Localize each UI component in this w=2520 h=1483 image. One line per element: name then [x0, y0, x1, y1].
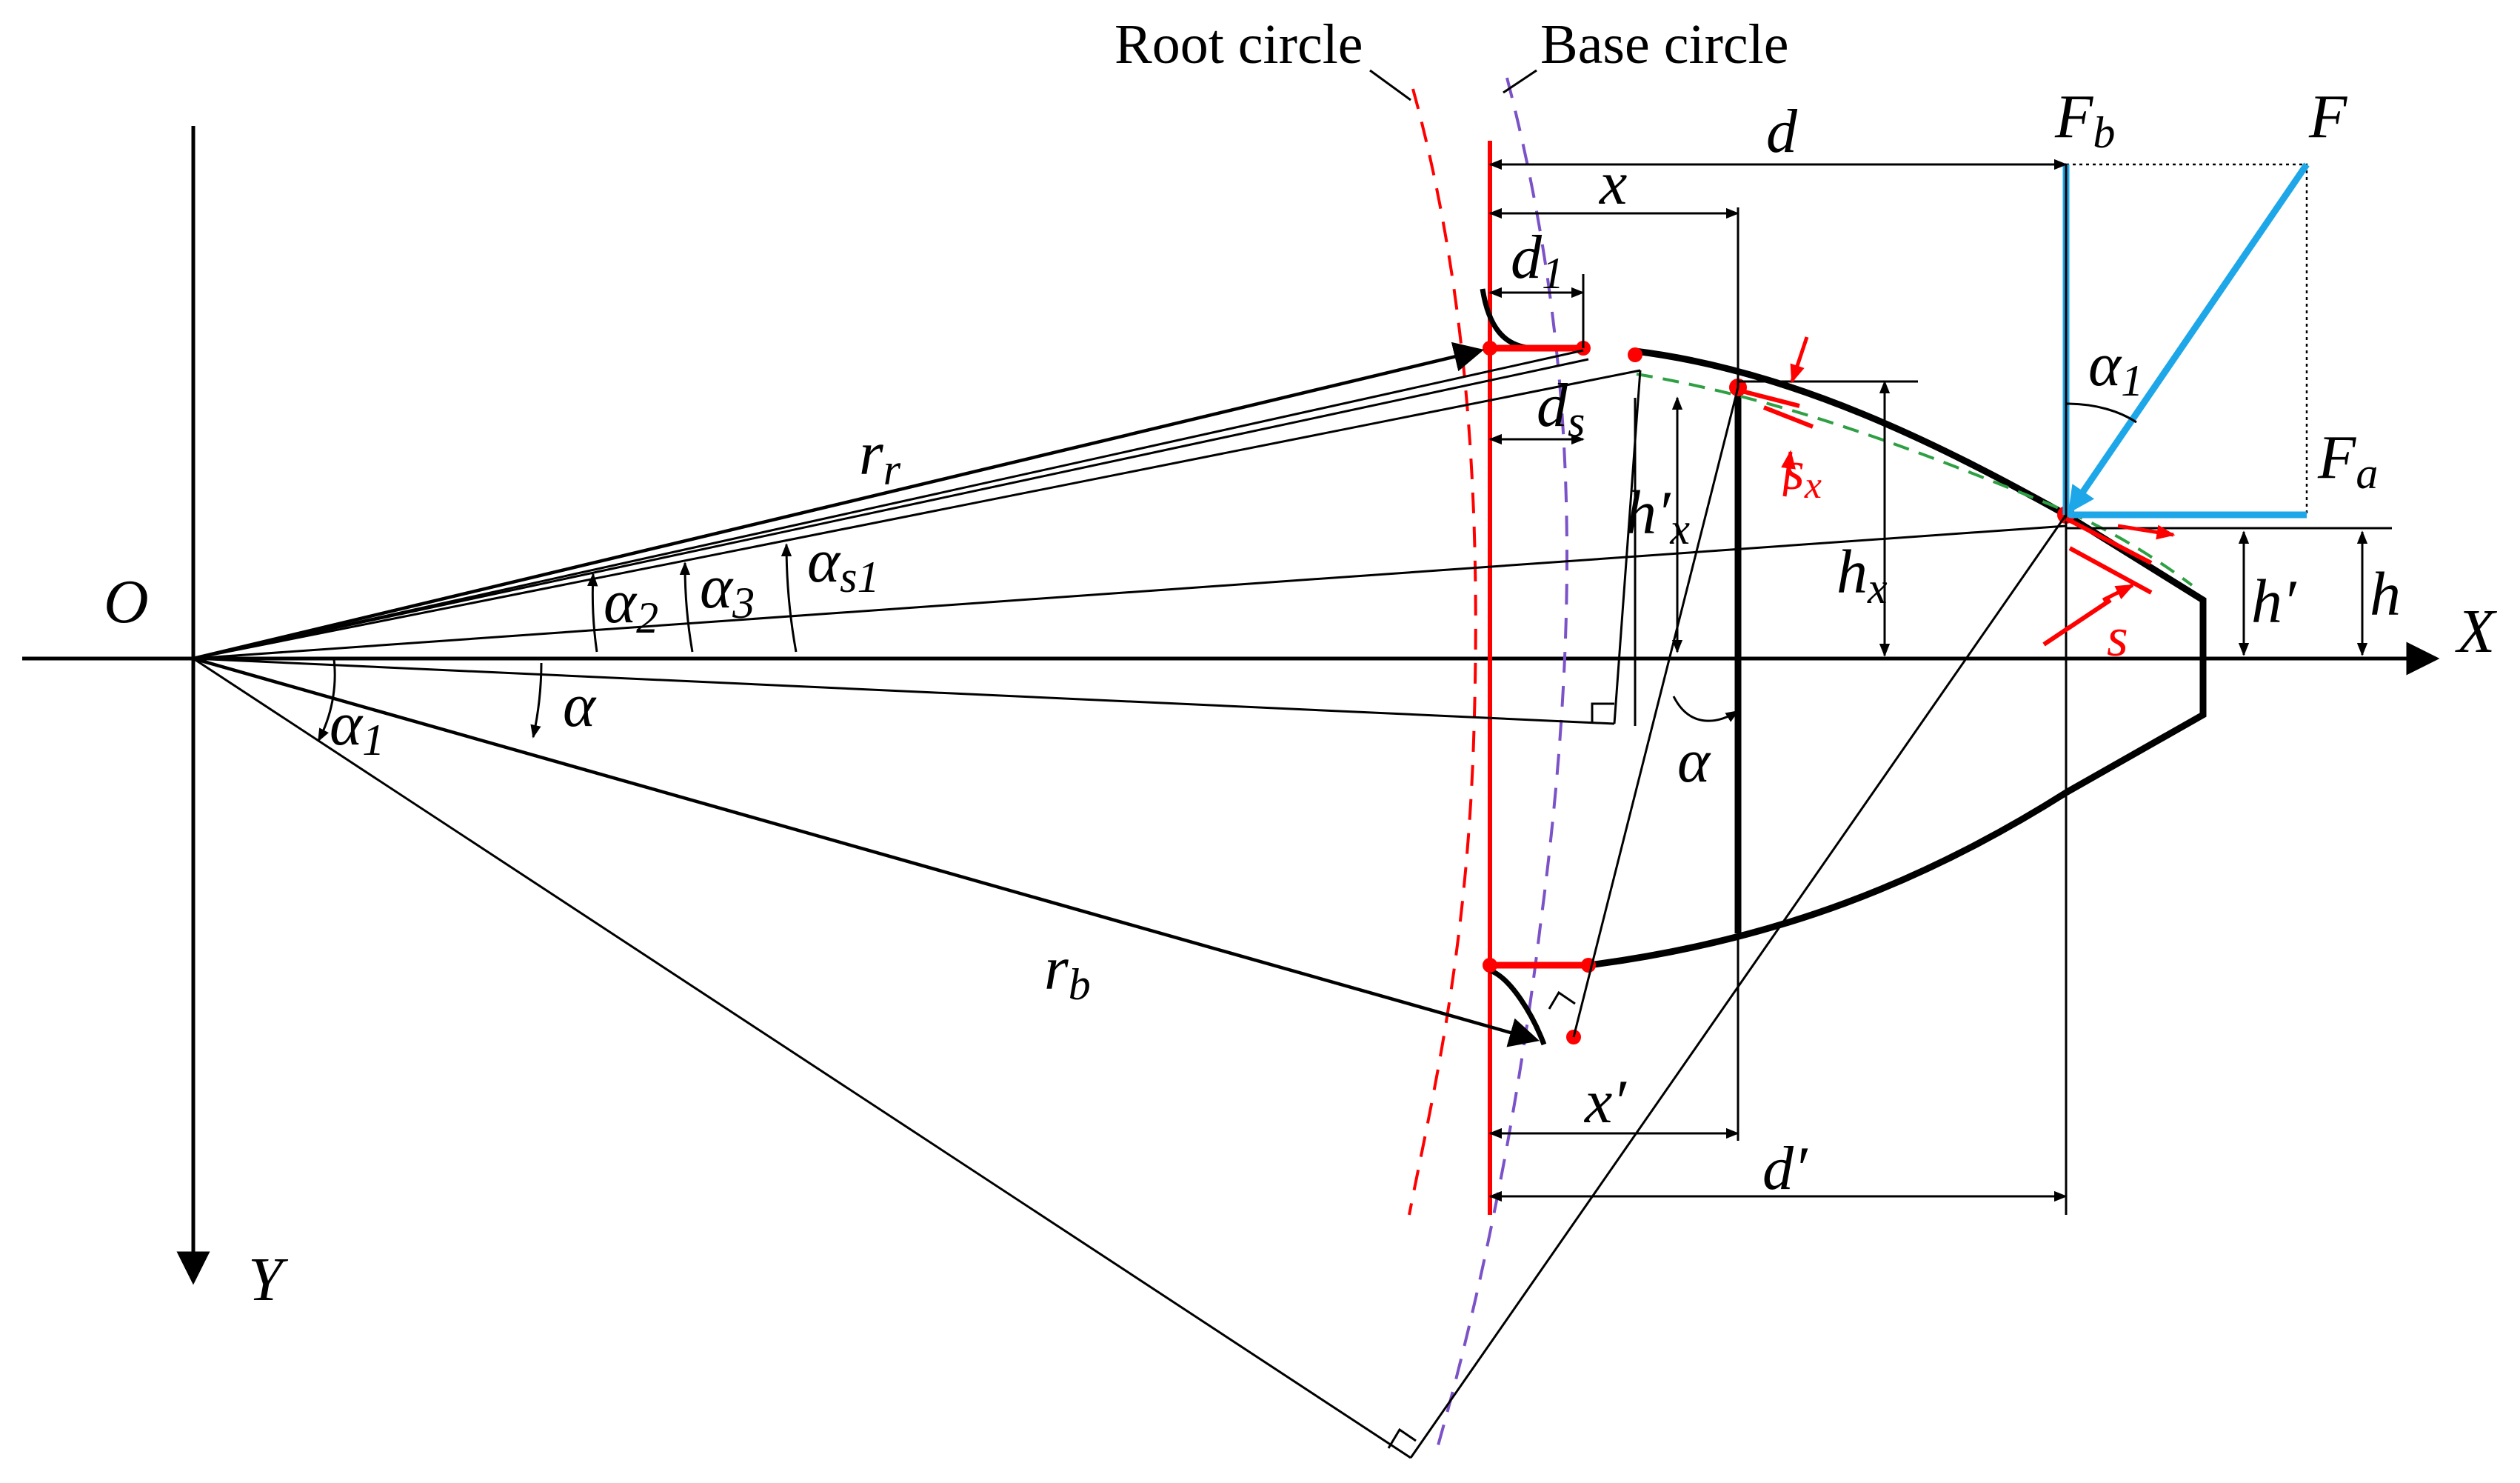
f-label: F [2308, 82, 2348, 151]
y-axis-label: Y [248, 1245, 289, 1314]
d-prime-label: d′ [1762, 1134, 1808, 1203]
alpha-s1-sub: s1 [840, 553, 879, 601]
radial-lines [193, 341, 2067, 1459]
alpha2-sub: 2 [636, 593, 658, 642]
sx-sub: x [1804, 464, 1822, 507]
hx-label: h [1836, 538, 1868, 607]
thickness-marks [1741, 336, 2176, 647]
root-circle-label: Root circle [1114, 13, 1363, 76]
rr-label: r [859, 419, 883, 488]
sx-label: s [1783, 441, 1805, 501]
alpha2-label: α [604, 567, 638, 636]
svg-text:α2: α2 [604, 567, 658, 642]
d1-label: d [1511, 223, 1543, 292]
alpha1-left-label: α [330, 690, 364, 759]
d-label: d [1766, 97, 1798, 166]
hx-prime-sub: x [1669, 504, 1690, 553]
alpha3-label: α [700, 553, 734, 621]
s-label: s [2107, 607, 2128, 668]
rb-label: r [1044, 934, 1069, 1003]
alpha1-left-sub: 1 [362, 716, 384, 764]
svg-text:α1: α1 [330, 690, 384, 764]
svg-text:h′x: h′x [1625, 479, 1690, 553]
svg-text:ds: ds [1537, 371, 1585, 446]
h-prime-label: h′ [2251, 567, 2297, 636]
base-circle-arc [1434, 77, 1568, 1456]
tooth-profile [1480, 288, 2207, 1046]
labels: Root circle Base circle O X Y d x d1 ds … [104, 13, 2498, 1314]
ds-sub: s [1568, 397, 1585, 446]
dimensions [1488, 159, 2392, 1215]
svg-text:Fb: Fb [2054, 82, 2115, 157]
origin-label: O [104, 567, 149, 636]
base-circle-label: Base circle [1540, 13, 1788, 76]
hx-prime-label: h′ [1625, 479, 1671, 547]
hx-sub: x [1867, 564, 1888, 613]
svg-text:rr: rr [859, 419, 901, 494]
ds-label: d [1537, 371, 1568, 440]
fa-sub: a [2356, 449, 2378, 498]
svg-text:rb: rb [1044, 934, 1091, 1009]
svg-text:Fa: Fa [2317, 423, 2378, 498]
contact-points [1483, 341, 2075, 1044]
alpha1-force-label: α [2088, 330, 2122, 399]
alpha1-force-sub: 1 [2121, 356, 2143, 405]
svg-text:α3: α3 [700, 553, 755, 627]
alpha3-sub: 3 [732, 579, 755, 627]
x-label: x [1598, 149, 1627, 218]
fb-sub: b [2093, 108, 2115, 157]
x-prime-label: x′ [1583, 1067, 1627, 1136]
svg-text:αs1: αs1 [807, 527, 879, 601]
d1-sub: 1 [1542, 249, 1564, 298]
rr-sub: r [883, 445, 901, 494]
svg-text:sx: sx [1783, 441, 1822, 507]
h-label: h [2370, 560, 2401, 629]
root-fillet-bottom [1488, 967, 1547, 1046]
rb-sub: b [1069, 960, 1091, 1009]
alpha-s1-label: α [807, 527, 841, 596]
svg-text:hx: hx [1836, 538, 1888, 613]
svg-text:α1: α1 [2088, 330, 2143, 405]
fa-label: F [2317, 423, 2357, 492]
angle-arcs [317, 543, 1739, 742]
alpha-left-label: α [563, 671, 597, 740]
svg-text:d1: d1 [1511, 223, 1564, 298]
axes [22, 126, 2440, 1285]
root-circle-arc [1408, 88, 1477, 1216]
pitch-curve [1636, 373, 2193, 587]
red-flats [1490, 344, 1588, 969]
alpha-mid-label: α [1677, 727, 1711, 796]
x-axis-label: X [2455, 597, 2498, 666]
fb-label: F [2054, 82, 2094, 151]
